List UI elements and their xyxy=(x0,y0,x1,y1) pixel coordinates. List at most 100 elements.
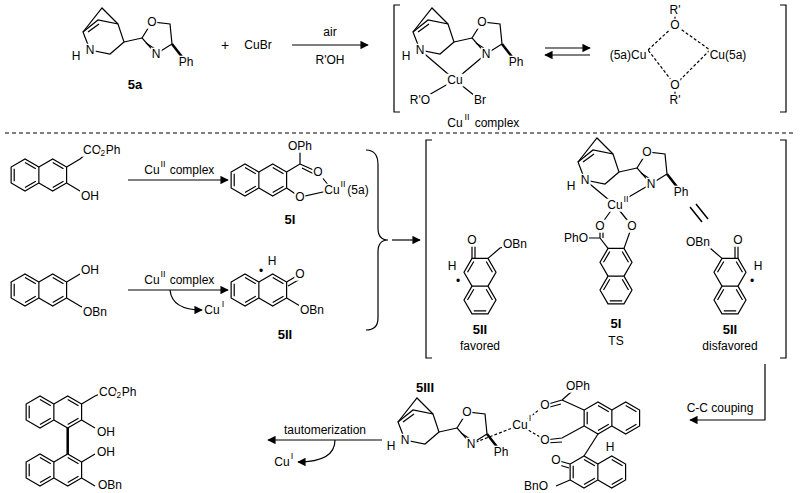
structures xyxy=(5,5,795,488)
compound-number: 5II xyxy=(722,323,738,337)
atom-label: O xyxy=(626,220,637,233)
atom-label: OBn xyxy=(82,306,108,319)
bond-line xyxy=(690,204,708,222)
atom-label: • xyxy=(258,265,264,278)
compound-number: 5III xyxy=(415,381,435,395)
bond-line xyxy=(366,150,388,330)
bond-line xyxy=(11,159,66,191)
atom-label: OH xyxy=(80,264,100,277)
atom-label: Cu(5a) xyxy=(709,49,748,62)
atom-label: Ph xyxy=(673,186,690,199)
atom-label: Cu xyxy=(446,74,463,87)
bond-line xyxy=(426,140,786,358)
bond-line xyxy=(578,138,681,192)
atom-label: OH xyxy=(96,426,116,439)
atom-label: Cu xyxy=(273,456,290,469)
bond-line xyxy=(67,154,86,194)
compound-number: 5I xyxy=(284,213,297,227)
compound-number: 5a xyxy=(127,78,143,92)
bond-line xyxy=(648,25,710,85)
atom-label: Ph xyxy=(508,56,525,69)
atom-label: Cu xyxy=(323,184,340,197)
atom-label: • xyxy=(749,275,755,288)
atom-label: OBn xyxy=(685,236,711,249)
annotation-text: R'OH xyxy=(315,54,346,67)
annotation-text: Cu xyxy=(143,274,160,287)
annotation-text: complex xyxy=(474,117,521,130)
atom-label: O xyxy=(594,220,605,233)
sub-superscript: II xyxy=(159,270,166,279)
atom-label: OH xyxy=(96,446,116,459)
atom-label: H xyxy=(566,180,577,193)
atom-label: OBn xyxy=(502,238,528,251)
atom-label: Ph xyxy=(493,446,510,459)
bond-line xyxy=(464,258,496,313)
bond-line xyxy=(11,274,66,306)
atom-label: Ph xyxy=(121,386,138,399)
annotation-text: disfavored xyxy=(701,340,758,353)
atom-label: • xyxy=(455,275,461,288)
atom-label: O xyxy=(294,268,305,281)
bond-line xyxy=(714,258,746,313)
atom-label: OBn xyxy=(97,479,123,492)
atom-label: OPh xyxy=(287,140,313,153)
plus-sign: + xyxy=(220,38,230,53)
atom-label: H xyxy=(386,440,397,453)
annotation-text: Cu xyxy=(446,117,463,130)
sub-superscript: I xyxy=(290,452,295,461)
bond-line xyxy=(5,132,795,133)
bond-line xyxy=(268,439,382,440)
atom-label: BnO xyxy=(523,480,549,493)
atom-label: R'O xyxy=(409,94,431,107)
sub-superscript: I xyxy=(221,300,226,309)
annotation-text: complex xyxy=(169,274,216,287)
atom-label: R' xyxy=(669,4,682,17)
atom-label: O xyxy=(466,234,477,247)
bond-line xyxy=(471,405,545,444)
annotation-text: air xyxy=(322,26,337,39)
atom-label: N xyxy=(85,44,96,57)
bond-line xyxy=(545,54,590,55)
bond-line xyxy=(584,402,639,434)
atom-label: O xyxy=(461,406,472,419)
atom-label: O xyxy=(476,16,487,29)
atom-label: O xyxy=(146,16,157,29)
atom-label: OPh xyxy=(565,380,591,393)
bond-line xyxy=(394,5,786,112)
atom-label: N xyxy=(466,438,477,451)
bond-line xyxy=(413,8,516,62)
annotation-text: complex xyxy=(169,164,216,177)
bond-line xyxy=(545,47,590,48)
atom-label: Cu xyxy=(511,419,528,432)
atom-label: O xyxy=(669,19,680,32)
atom-label: O xyxy=(550,454,561,467)
atom-label: Ph xyxy=(105,144,122,157)
atom-label: H xyxy=(71,50,82,63)
bond-line xyxy=(128,179,228,180)
sub-superscript: II xyxy=(159,160,166,169)
atom-label: O xyxy=(732,234,743,247)
atom-label: H xyxy=(267,255,278,268)
atom-label: Ph xyxy=(178,56,195,69)
bond-line xyxy=(464,258,496,313)
atom-label: Br xyxy=(473,94,487,107)
atom-label: N xyxy=(646,178,657,191)
compound-number: 5II xyxy=(472,323,488,337)
atom-label: (5a) xyxy=(346,184,369,197)
atom-label: H xyxy=(447,260,458,273)
bond-line xyxy=(66,428,69,454)
bond-line xyxy=(420,50,486,100)
bond-line xyxy=(584,434,598,456)
atom-label: N xyxy=(400,434,411,447)
atom-label: N xyxy=(481,48,492,61)
bond-line xyxy=(600,248,632,303)
sub-superscript: II xyxy=(463,113,470,122)
atom-label: (5a)Cu xyxy=(609,49,648,62)
atom-label: O xyxy=(294,191,305,204)
annotation-text: C-C couping xyxy=(686,402,755,415)
bond-line xyxy=(231,274,286,306)
bond-line xyxy=(298,440,335,462)
bond-line xyxy=(128,289,228,290)
sub-superscript: II xyxy=(622,195,629,204)
